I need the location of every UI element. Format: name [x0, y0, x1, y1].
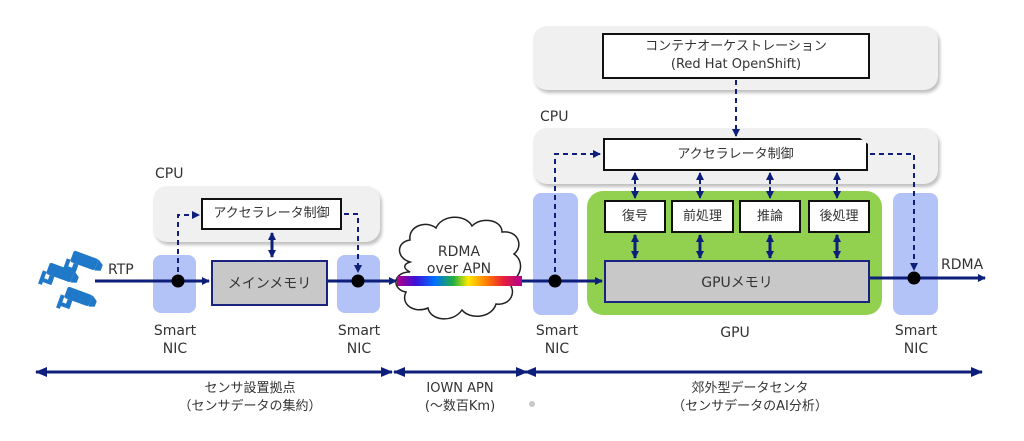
edge-nic-out-label-line2: NIC [346, 340, 372, 357]
section-apn-title: IOWN APN [426, 381, 494, 396]
section-datacenter-subtitle: （センサデータのAI分析） [672, 399, 828, 415]
cloud-label-line2: over APN [427, 261, 491, 277]
dc-nic-out-label-line1: Smart [894, 323, 938, 339]
edge-nic-in-label: Smart NIC [140, 323, 210, 358]
rdma-output-label: RDMA [941, 257, 984, 273]
edge-nic-to-control-dashed-arrow [177, 211, 200, 281]
section-datacenter-title: 郊外型データセンタ [691, 381, 809, 396]
edge-accelerator-control-box: アクセラレータ制御 [201, 198, 342, 230]
dc-cpu-label: CPU [540, 109, 569, 125]
dc-nic-out-label-line2: NIC [903, 340, 929, 357]
orchestration-title: コンテナオーケストレーション [645, 39, 827, 55]
dc-control-to-nic-dashed-arrow [870, 153, 918, 271]
security-camera-icon [38, 250, 103, 310]
stage-decode-box: 復号 [604, 200, 666, 233]
stage-preprocess-box: 前処理 [671, 200, 734, 233]
orchestration-subtitle: (Red Hat OpenShift) [670, 57, 802, 72]
edge-cpu-label: CPU [155, 166, 184, 182]
dc-nic-out-node [907, 271, 921, 285]
edge-nic-out-node [351, 274, 365, 288]
main-memory-box: メインメモリ [211, 260, 328, 306]
section-edge-site: センサ設置拠点 （センサデータの集約） [140, 380, 360, 416]
edge-nic-out-label: Smart NIC [324, 323, 394, 358]
section-edge-title: センサ設置拠点 [204, 381, 296, 396]
rainbow-optical-link [397, 276, 522, 286]
section-apn: IOWN APN (～数百Km) [410, 380, 510, 416]
stage-inference-box: 推論 [739, 200, 801, 233]
dc-nic-in-label: Smart NIC [522, 323, 592, 358]
dc-nic-out-label: Smart NIC [881, 323, 951, 358]
dc-nic-in-label-line2: NIC [544, 340, 570, 357]
section-datacenter: 郊外型データセンタ （センサデータのAI分析） [640, 380, 860, 416]
dc-accelerator-control-box: アクセラレータ制御 [603, 138, 868, 171]
gpu-memory-box: GPUメモリ [604, 260, 870, 303]
stage-postprocess-box: 後処理 [808, 200, 870, 233]
orchestration-box: コンテナオーケストレーション (Red Hat OpenShift) [602, 33, 870, 79]
rtp-label: RTP [108, 262, 134, 278]
edge-nic-in-label-line2: NIC [162, 340, 188, 357]
gpu-label: GPU [720, 325, 750, 341]
edge-nic-in-node [171, 274, 185, 288]
dc-nic-to-control-dashed-arrow [554, 150, 601, 281]
dc-nic-in-node [548, 274, 562, 288]
dc-nic-in-label-line1: Smart [535, 323, 579, 339]
edge-nic-out-label-line1: Smart [337, 323, 381, 339]
cloud-label-line1: RDMA [438, 244, 481, 260]
dc-smart-nic-out [893, 193, 938, 315]
section-edge-subtitle: （センサデータの集約） [178, 399, 322, 415]
decorative-dot [529, 401, 535, 407]
section-apn-subtitle: (～数百Km) [424, 399, 496, 415]
edge-control-to-nic-dashed-arrow [344, 213, 362, 273]
edge-nic-in-label-line1: Smart [153, 323, 197, 339]
